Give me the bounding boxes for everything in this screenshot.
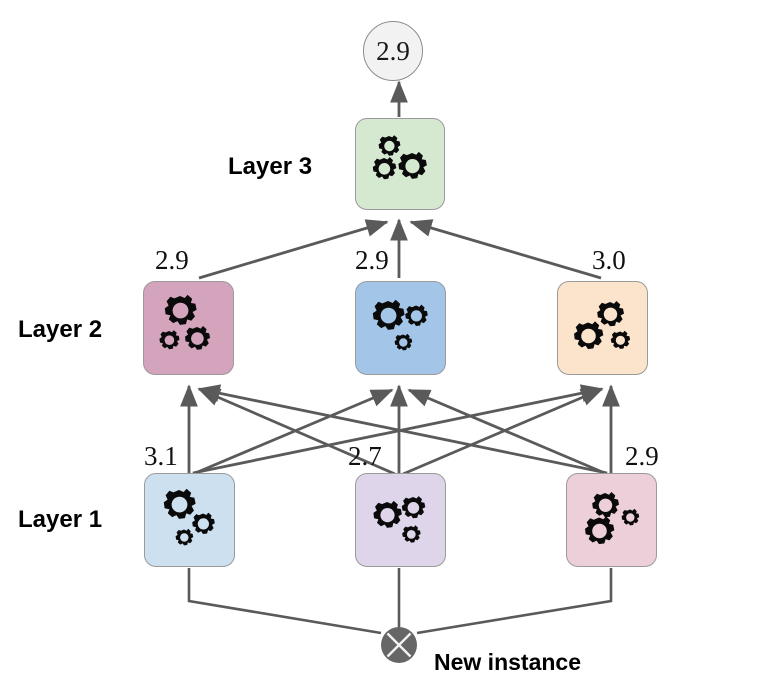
gears-icon xyxy=(573,301,630,350)
gears-icon xyxy=(372,299,428,351)
edge-l1-1-to-l2-2 xyxy=(192,388,394,476)
edge-instance-to-l1-1 xyxy=(187,568,382,635)
layer2-node-2[interactable] xyxy=(355,281,446,375)
layer-label-1: Layer 1 xyxy=(18,506,103,533)
layer1-node-2[interactable] xyxy=(355,473,446,567)
layer1-node-3-score: 2.9 xyxy=(625,441,659,471)
layer2-node-3[interactable] xyxy=(557,281,648,375)
edge-l1-3-to-l2-2 xyxy=(407,388,608,476)
gears-icon xyxy=(163,488,215,546)
layer2-node-2-score: 2.9 xyxy=(355,245,389,275)
crossed-circle-icon xyxy=(381,627,417,663)
layer2-node-3-score: 3.0 xyxy=(592,245,626,275)
gears-icon xyxy=(372,496,425,543)
edge-l1-3-to-l2-1 xyxy=(197,384,608,475)
layer1-node-1[interactable] xyxy=(144,473,235,567)
layer3-node-1[interactable] xyxy=(355,118,445,210)
edge-instance-to-l1-3 xyxy=(416,568,613,635)
layer-label-2: Layer 2 xyxy=(18,316,103,343)
edge-l2-3-to-l3 xyxy=(409,219,602,280)
output-node: 2.9 xyxy=(363,21,423,81)
layer1-node-3[interactable] xyxy=(566,473,657,567)
layer1-node-1-score: 3.1 xyxy=(144,441,178,471)
output-value: 2.9 xyxy=(376,35,410,66)
gears-icon xyxy=(158,295,210,350)
layer1-node-2-score: 2.7 xyxy=(348,441,382,471)
new-instance-label: New instance xyxy=(434,649,581,675)
layer2-node-1-score: 2.9 xyxy=(155,245,189,275)
layer-label-3: Layer 3 xyxy=(228,153,313,180)
gears-icon xyxy=(372,135,427,180)
new-instance-node[interactable] xyxy=(380,626,418,664)
edge-l1-2-to-l2-3 xyxy=(402,387,604,476)
layer2-node-1[interactable] xyxy=(143,281,234,375)
edge-l2-1-to-l3 xyxy=(198,219,389,280)
gears-icon xyxy=(584,492,639,545)
edge-l1-2-to-l2-1 xyxy=(197,387,396,476)
